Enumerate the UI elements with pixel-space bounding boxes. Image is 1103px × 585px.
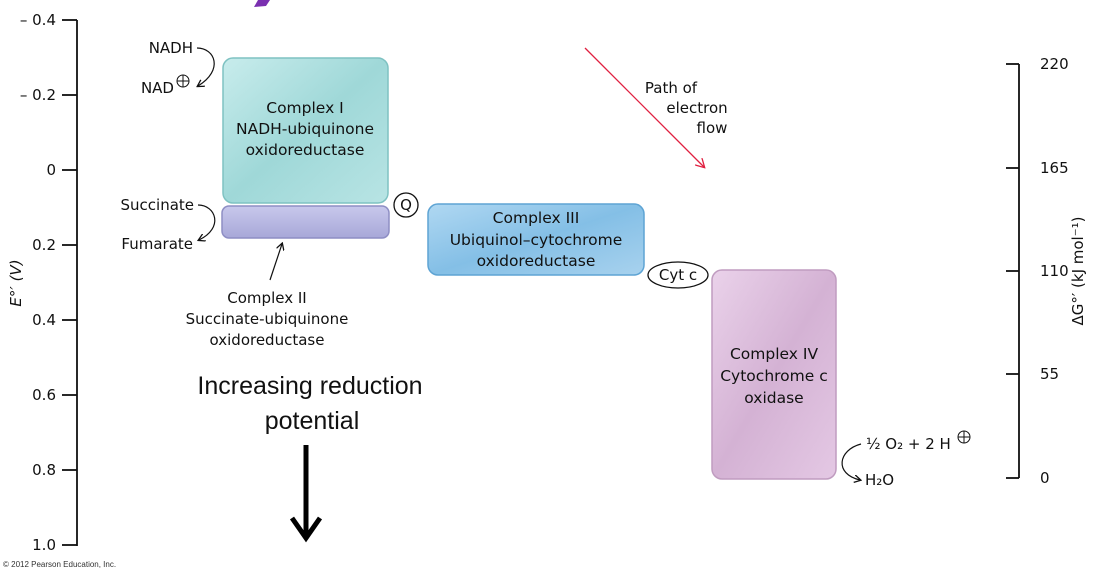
ubiquinone-carrier: Q (393, 192, 419, 218)
cyt-c-label: Cyt c (659, 266, 697, 284)
left-axis-title: E°′ (V) (7, 259, 25, 306)
right-tick-label: 165 (1040, 159, 1069, 177)
right-tick-label: 55 (1040, 365, 1059, 383)
left-tick-label: 0.2 (32, 236, 56, 254)
reduction-note-line: potential (265, 407, 360, 435)
complex-4-name: Complex IV (730, 345, 818, 363)
succinate-reaction: Succinate Fumarate (121, 196, 216, 253)
oplus-icon (957, 430, 971, 444)
right-axis-title: ΔG°′ (kJ mol⁻¹) (1069, 216, 1087, 325)
electron-path-note: Path of electron flow (584, 47, 728, 167)
right-tick-label: 110 (1040, 262, 1069, 280)
electron-path-arrow (584, 47, 704, 167)
complex-1-name: Complex I (266, 99, 344, 117)
complex-3-subtitle: oxidoreductase (477, 252, 596, 270)
complex-2-subtitle: Succinate-ubiquinone (186, 310, 349, 328)
left-tick-label: 0.4 (32, 311, 56, 329)
path-note-line: flow (697, 119, 728, 137)
fumarate-label: Fumarate (121, 235, 193, 253)
complex-4: Complex IV Cytochrome c oxidase (711, 269, 837, 480)
q-label: Q (400, 196, 412, 214)
left-tick-label: 0 (46, 161, 56, 179)
top-edge-mark (254, 0, 270, 7)
complex-2-name: Complex II (227, 289, 306, 307)
complex-2-caption: Complex II Succinate-ubiquinone oxidored… (186, 244, 349, 349)
left-tick-label: – 0.2 (20, 86, 56, 104)
left-axis: – 0.4 – 0.2 0 0.2 0.4 0.6 0.8 1.0 E°′ (V… (7, 11, 78, 554)
complex-3-subtitle: Ubiquinol–cytochrome (450, 231, 623, 249)
nad-label: NAD (141, 79, 174, 97)
complex-2-bar (221, 205, 390, 239)
right-axis: 220 165 110 55 0 ΔG°′ (kJ mol⁻¹) (1006, 55, 1087, 487)
complex-1: Complex I NADH-ubiquinone oxidoreductase (222, 57, 389, 204)
water-label: H₂O (865, 471, 894, 489)
left-tick-label: – 0.4 (20, 11, 56, 29)
oplus-icon (176, 74, 190, 88)
copyright-notice: © 2012 Pearson Education, Inc. (3, 560, 116, 569)
down-arrow-icon (289, 445, 323, 543)
oxygen-reaction: ½ O₂ + 2 H H₂O (841, 430, 971, 489)
oxygen-label: ½ O₂ + 2 H (866, 435, 951, 453)
complex-4-subtitle: Cytochrome c (720, 367, 828, 385)
reduction-note-line: Increasing reduction (197, 372, 422, 400)
left-tick-label: 0.8 (32, 461, 56, 479)
succinate-label: Succinate (121, 196, 195, 214)
complex-3: Complex III Ubiquinol–cytochrome oxidore… (427, 203, 645, 276)
left-tick-label: 0.6 (32, 386, 56, 404)
nadh-reaction: NADH NAD (141, 39, 215, 97)
left-tick-label: 1.0 (32, 536, 56, 554)
complex-4-subtitle: oxidase (744, 389, 803, 407)
complex-3-name: Complex III (493, 209, 580, 227)
complex-2-subtitle: oxidoreductase (210, 331, 325, 349)
path-note-line: electron (666, 99, 727, 117)
path-note-line: Path of (645, 79, 698, 97)
complex-1-subtitle: NADH-ubiquinone (236, 120, 374, 138)
cytochrome-c-carrier: Cyt c (647, 261, 709, 289)
right-tick-label: 220 (1040, 55, 1069, 73)
nadh-label: NADH (149, 39, 193, 57)
complex-1-subtitle: oxidoreductase (246, 141, 365, 159)
right-tick-label: 0 (1040, 469, 1050, 487)
reduction-potential-note: Increasing reduction potential (197, 372, 423, 543)
